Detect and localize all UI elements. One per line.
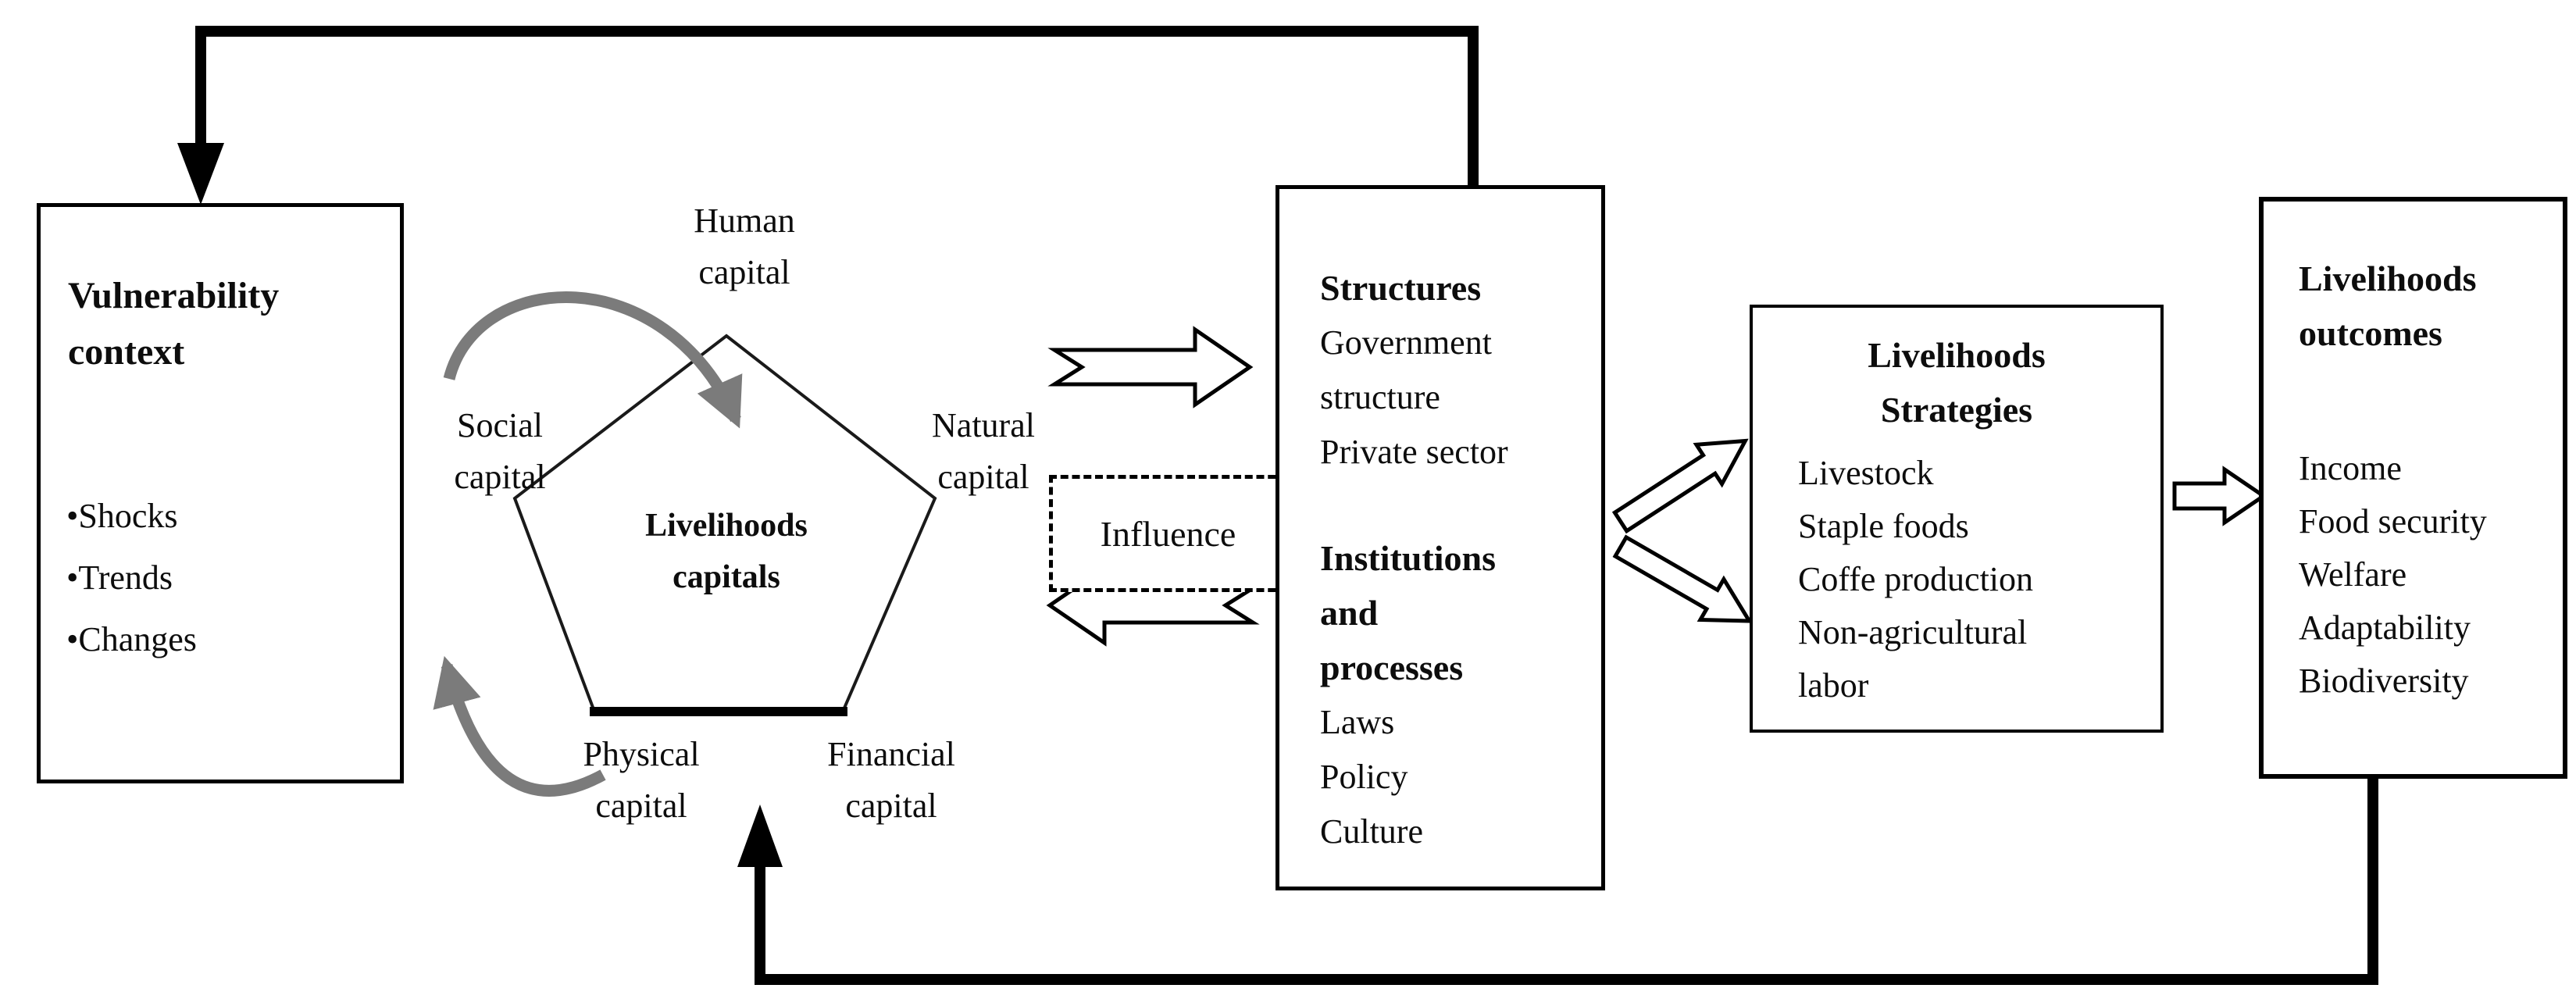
outcomes-item: Income [2299,449,2402,487]
outcomes-item: Adaptability [2299,608,2471,647]
structures-heading: Structures [1320,268,1482,308]
human-capital-label: Human capital [627,195,862,298]
institutions-heading-line: Institutions [1320,538,1496,578]
physical-capital-label: Physical capital [524,729,758,832]
institutions-item: Policy [1320,758,1408,796]
institutions-heading-line: and [1320,593,1379,633]
label-line: capitals [673,559,780,595]
structures-content: Structures Government structure Private … [1320,261,1508,859]
vulnerability-context-box: Vulnerability context •Shocks •Trends •C… [37,203,404,783]
strategies-title: Livelihoods Strategies [1753,328,2160,437]
block-arrow-diagonal-up-icon [1611,438,1749,534]
influence-label: Influence [1100,513,1236,554]
label-line: capital [454,458,546,496]
livelihoods-strategies-box: Livelihoods Strategies Livestock Staple … [1750,305,2164,733]
strategies-list: Livestock Staple foods Coffe production … [1798,447,2033,712]
cycle-arrow-top-icon [443,291,743,429]
block-arrow-right-icon [1047,326,1254,409]
vulnerability-title: Vulnerability context [68,275,280,373]
vulnerability-item: •Trends [66,558,173,597]
label-line: Livelihoods [645,508,808,544]
label-line: capital [698,253,790,291]
title-line: Livelihoods [1868,335,2046,375]
strategies-item: Staple foods [1798,507,1969,545]
outcomes-title: Livelihoods outcomes [2299,252,2477,361]
label-line: capital [845,787,937,825]
vulnerability-item: •Shocks [66,497,178,535]
feedback-arrowhead-down-icon [177,143,224,205]
natural-capital-label: Natural capital [866,400,1101,503]
label-line: Natural [932,406,1035,444]
institutions-item: Culture [1320,812,1423,851]
financial-capital-label: Financial capital [774,729,1008,832]
outcomes-item: Biodiversity [2299,662,2469,700]
strategies-item: Coffe production [1798,560,2034,598]
structures-item: Private sector [1320,433,1508,471]
social-capital-label: Social capital [383,400,617,503]
block-arrow-diagonal-down-icon [1612,534,1754,623]
label-line: Human [694,202,795,240]
outcomes-item: Welfare [2299,555,2407,594]
feedback-arrowhead-up-icon [737,805,783,867]
outcomes-list: Income Food security Welfare Adaptabilit… [2299,442,2487,708]
label-line: capital [595,787,687,825]
title-line: Strategies [1880,390,2033,430]
feedback-line-bottom [755,777,2378,985]
strategies-item: Non-agricultural [1798,613,2028,651]
livelihoods-outcomes-box: Livelihoods outcomes Income Food securit… [2259,197,2567,779]
cycle-arrow-bottom-icon [433,655,606,797]
structures-institutions-box: Structures Government structure Private … [1276,185,1605,890]
pentagon-center-label: Livelihoods capitals [609,500,844,603]
vulnerability-list: •Shocks •Trends •Changes [66,485,197,670]
vulnerability-item: •Changes [66,620,197,658]
label-line: capital [937,458,1029,496]
strategies-item: Livestock [1798,454,1934,492]
block-arrow-small-right-icon [2172,466,2267,526]
title-line: outcomes [2299,313,2442,353]
structures-item: structure [1320,378,1440,416]
label-line: Social [457,406,543,444]
influence-box: Influence [1049,475,1287,592]
label-line: Physical [583,735,700,773]
spacer [1320,480,1508,531]
structures-item: Government [1320,323,1492,362]
feedback-line-top [195,26,1479,185]
title-line: Livelihoods [2299,259,2477,298]
strategies-item: labor [1798,666,1869,705]
label-line: Financial [827,735,955,773]
institutions-heading-line: processes [1320,648,1464,687]
institutions-item: Laws [1320,703,1395,741]
outcomes-item: Food security [2299,502,2487,541]
